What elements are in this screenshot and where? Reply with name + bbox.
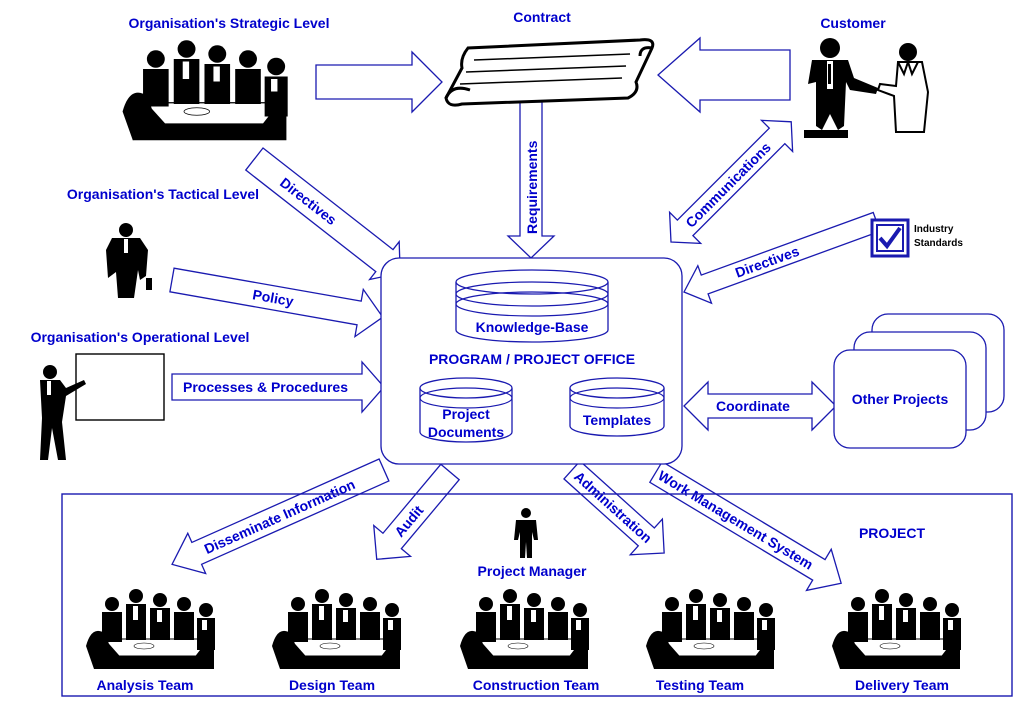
testing-team-icon — [645, 588, 776, 670]
delivery-team-icon — [831, 588, 962, 670]
processes-arrow: Processes & Procedures — [171, 360, 385, 414]
communications-label: Communications — [682, 139, 774, 231]
customer-label: Customer — [820, 15, 886, 31]
templates-cylinder: Templates — [569, 377, 665, 437]
customer-to-contract-arrow — [657, 36, 791, 114]
testing-team-label: Testing Team — [656, 677, 744, 693]
administration-label: Administration — [571, 468, 655, 546]
construction-team-label: Construction Team — [473, 677, 600, 693]
requirements-label: Requirements — [524, 140, 540, 234]
delivery-team-label: Delivery Team — [855, 677, 949, 693]
operational-level-label: Organisation's Operational Level — [31, 329, 250, 345]
project-documents-label-2: Documents — [428, 424, 504, 440]
analysis-team-label: Analysis Team — [96, 677, 193, 693]
industry-standards-checkbox-icon — [870, 218, 910, 258]
program-office-title: PROGRAM / PROJECT OFFICE — [429, 351, 635, 367]
policy-arrow: Policy — [169, 267, 384, 339]
communications-arrow: Communications — [668, 119, 794, 245]
strategic-meeting-icon — [121, 39, 289, 141]
work-management-arrow: Work Management System — [648, 460, 842, 592]
coordinate-label: Coordinate — [716, 398, 790, 414]
contract-scroll-icon — [444, 38, 655, 107]
processes-label: Processes & Procedures — [183, 379, 348, 395]
design-team-icon — [271, 588, 402, 670]
disseminate-label: Disseminate Information — [202, 476, 358, 557]
knowledge-base-label: Knowledge-Base — [476, 319, 589, 335]
tactical-level-label: Organisation's Tactical Level — [67, 186, 259, 202]
project-manager-icon — [514, 508, 538, 558]
presentation-board — [75, 353, 165, 421]
templates-label: Templates — [583, 412, 651, 428]
tactical-manager-icon — [106, 223, 152, 298]
industry-label-1: Industry — [914, 224, 954, 235]
other-projects-stack: Other Projects — [833, 313, 1005, 449]
coordinate-arrow: Coordinate — [683, 380, 837, 432]
strategic-to-contract-arrow — [315, 50, 443, 114]
work-management-label: Work Management System — [655, 467, 816, 572]
disseminate-arrow: Disseminate Information — [171, 458, 390, 575]
analysis-team-icon — [85, 588, 216, 670]
knowledge-base-cylinder: Knowledge-Base — [455, 269, 609, 343]
project-documents-cylinder: Project Documents — [419, 377, 513, 443]
strategic-level-label: Organisation's Strategic Level — [129, 15, 330, 31]
requirements-arrow: Requirements — [506, 101, 556, 259]
contract-label: Contract — [513, 9, 571, 25]
project-manager-label: Project Manager — [478, 563, 587, 579]
other-projects-label: Other Projects — [852, 391, 949, 407]
design-team-label: Design Team — [289, 677, 375, 693]
project-documents-label-1: Project — [442, 406, 490, 422]
industry-label-2: Standards — [914, 238, 963, 249]
project-label: PROJECT — [859, 525, 926, 541]
policy-label: Policy — [251, 286, 295, 309]
construction-team-icon — [459, 588, 590, 670]
project-boundary-box — [61, 493, 1013, 697]
customer-handshake-icon — [803, 37, 929, 139]
